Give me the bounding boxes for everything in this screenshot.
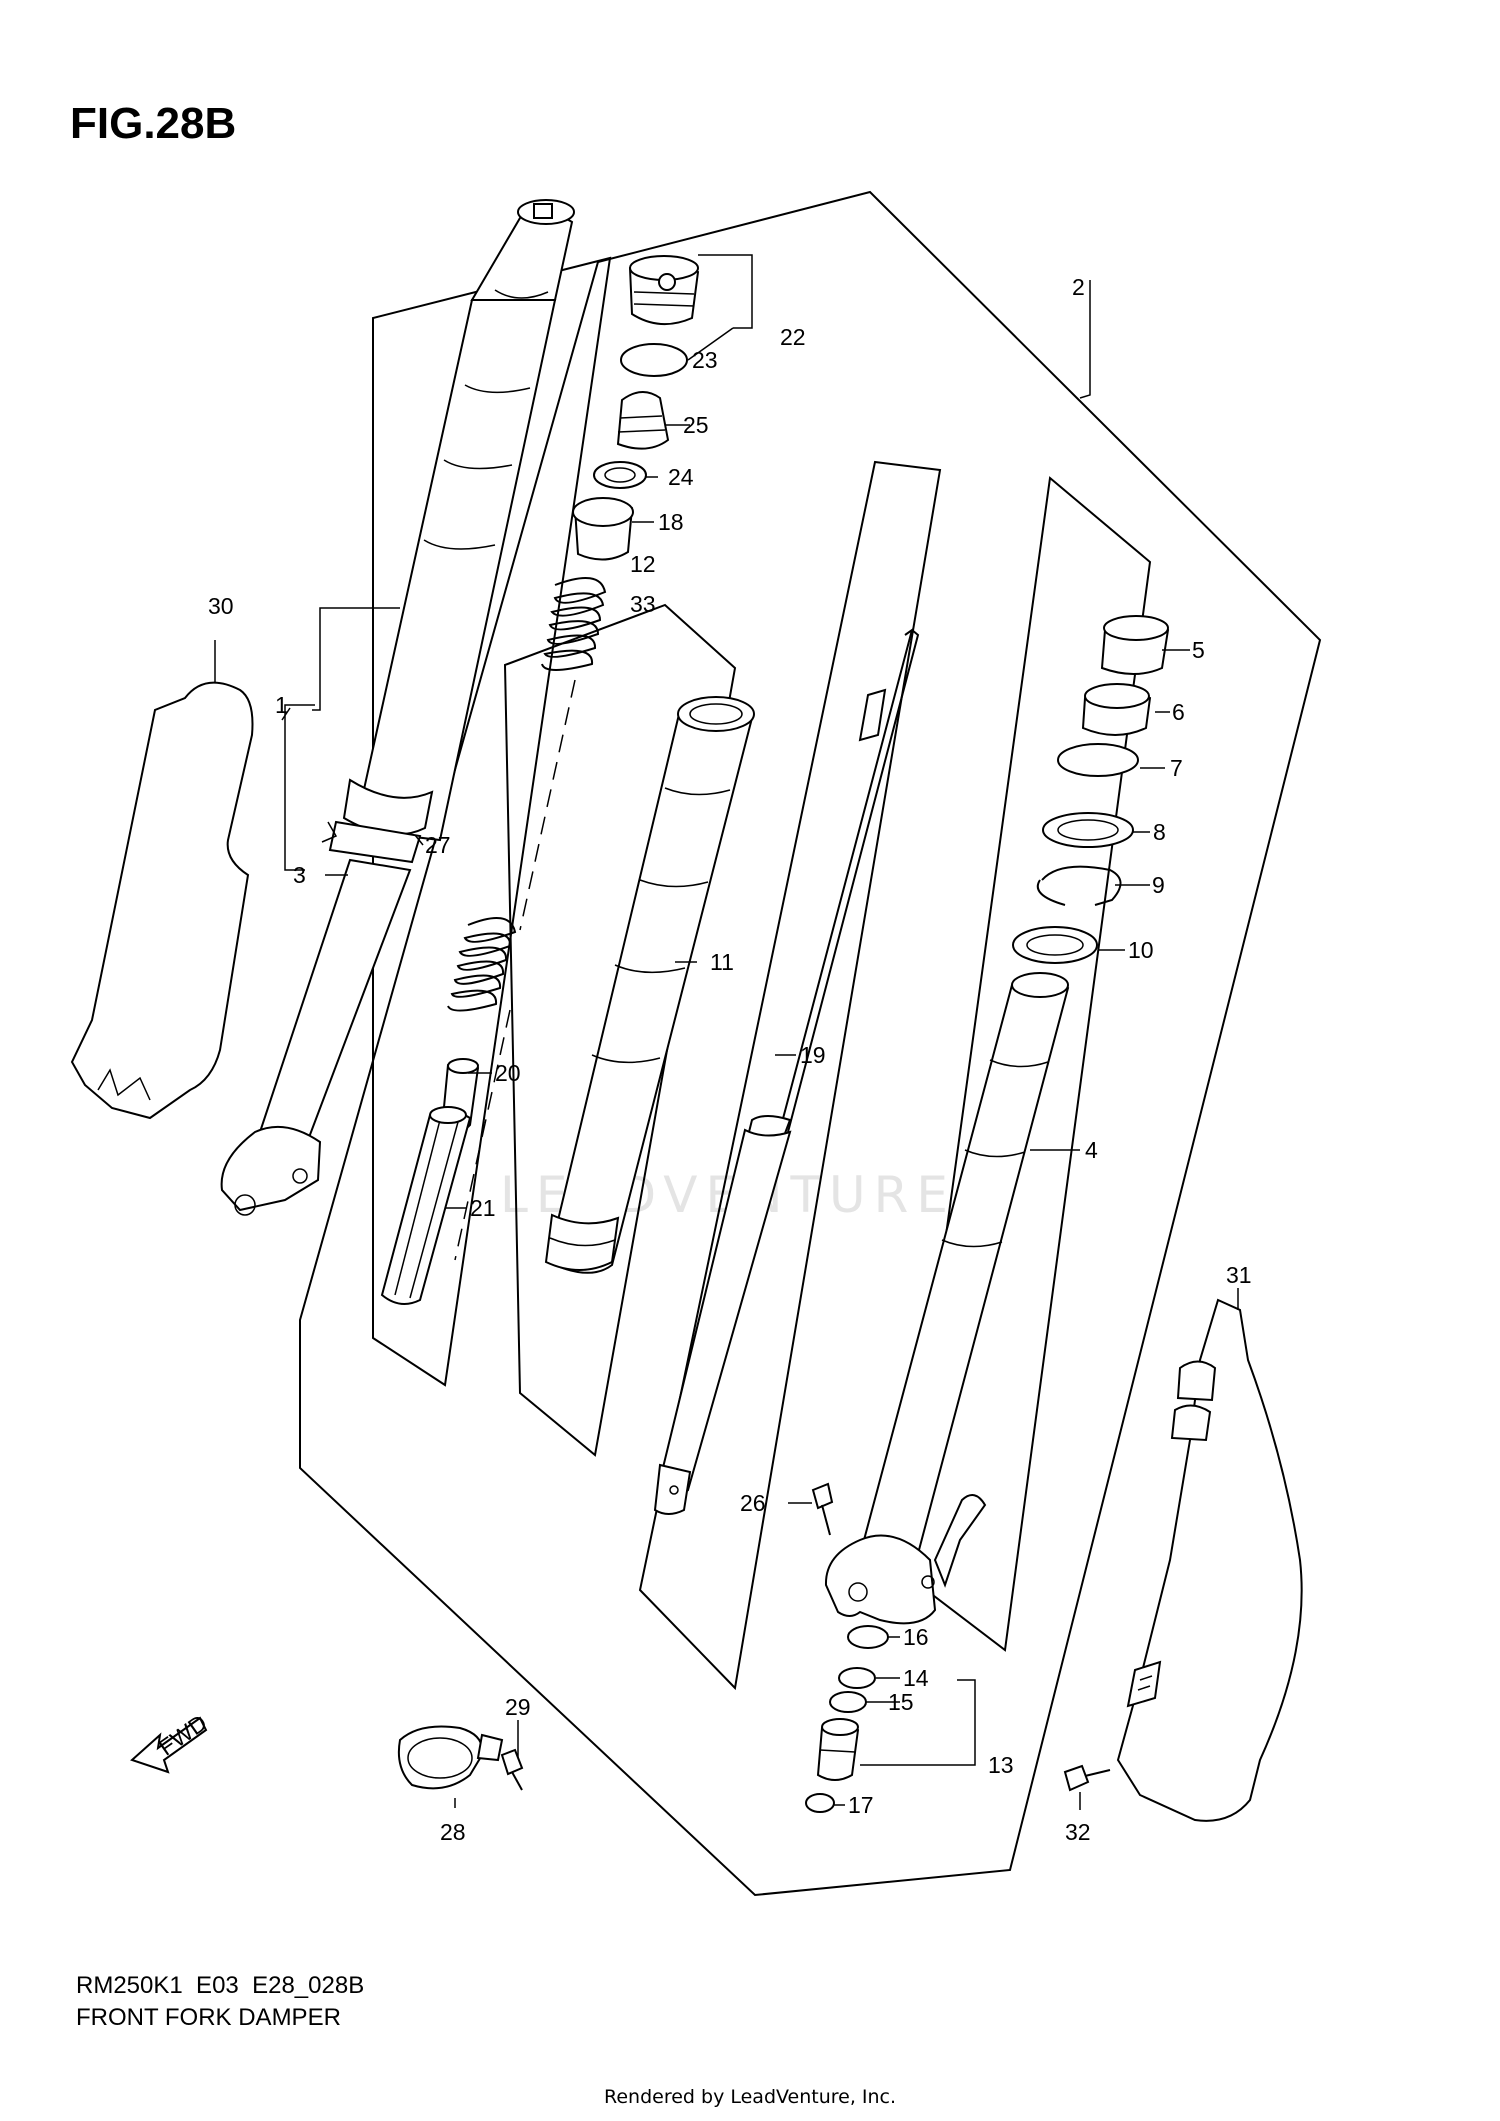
callout-19: 19 [800, 1042, 826, 1068]
caption: FRONT FORK DAMPER [76, 2004, 341, 2031]
bolt-26 [811, 1482, 834, 1536]
callout-27: 27 [425, 832, 451, 858]
callout-23: 23 [692, 347, 718, 373]
callout-26: 26 [740, 1490, 766, 1516]
outline-bushings [898, 476, 1152, 1652]
spring-centerline-upper [519, 679, 576, 931]
callout-8: 8 [1153, 819, 1166, 845]
callout-33: 33 [630, 591, 656, 617]
bushing-6 [1081, 683, 1152, 736]
outline-cylinder-11 [503, 603, 737, 1457]
callout-14: 14 [903, 1665, 929, 1691]
callout-6: 6 [1172, 699, 1185, 725]
spring-12-33 [541, 576, 607, 671]
fork-guard-right [1116, 1298, 1303, 1822]
spring-lower [447, 917, 517, 1012]
leader-lines [214, 254, 1239, 1810]
washer-7 [1057, 743, 1139, 777]
fwd-arrow-icon: FWD [130, 1709, 212, 1774]
callout-15: 15 [888, 1689, 914, 1715]
callout-21: 21 [470, 1195, 496, 1221]
callout-31: 31 [1226, 1262, 1252, 1288]
callout-30: 30 [208, 593, 234, 619]
figure-title: FIG.28B [70, 99, 236, 148]
fwd-label: FWD [154, 1709, 212, 1760]
o-ring-16 [847, 1625, 889, 1649]
base-valve-13 [816, 1718, 860, 1781]
callout-7: 7 [1170, 755, 1183, 781]
callout-17: 17 [848, 1792, 874, 1818]
callout-3: 3 [293, 862, 306, 888]
cap-bolt-22 [628, 255, 700, 326]
model-code: RM250K1 E03 E28_028B [76, 1972, 364, 1999]
callout-2: 2 [1072, 274, 1085, 300]
outer-tube-assembly [220, 199, 575, 1216]
callout-1: 1 [275, 692, 288, 718]
bushing-5 [1100, 615, 1170, 675]
rubber-25 [616, 391, 670, 450]
callout-20: 20 [495, 1060, 521, 1086]
clamp-28 [397, 1725, 504, 1790]
guide-21 [380, 1106, 472, 1305]
callout-25: 25 [683, 412, 709, 438]
callout-18: 18 [658, 509, 684, 535]
callout-29: 29 [505, 1694, 531, 1720]
o-ring-14 [838, 1667, 876, 1689]
damper-rod-19 [653, 627, 920, 1515]
outline-spring-set [372, 256, 612, 1387]
o-ring-23 [620, 343, 688, 377]
guide-18 [572, 497, 634, 561]
cylinder-11 [544, 696, 755, 1274]
outline-rod-19 [638, 460, 942, 1691]
callout-4: 4 [1085, 1137, 1098, 1163]
outline-assembly-2 [299, 190, 1322, 1897]
o-ring-15 [829, 1691, 867, 1713]
callout-28: 28 [440, 1819, 466, 1845]
callout-11: 11 [710, 949, 734, 975]
oil-seal-8 [1042, 812, 1134, 848]
nut-17 [805, 1793, 835, 1813]
seat-24 [593, 461, 647, 489]
callout-16: 16 [903, 1624, 929, 1650]
clip-9 [1036, 865, 1122, 906]
callout-5: 5 [1192, 637, 1205, 663]
callout-9: 9 [1152, 872, 1165, 898]
callout-22: 22 [780, 324, 806, 350]
callout-24: 24 [668, 464, 694, 490]
callout-13: 13 [988, 1752, 1014, 1778]
rendered-by: Rendered by LeadVenture, Inc. [604, 2086, 896, 2108]
callout-32: 32 [1065, 1819, 1091, 1845]
callout-10: 10 [1128, 937, 1154, 963]
dust-seal-10 [1012, 926, 1098, 964]
callout-12: 12 [630, 551, 656, 577]
inner-tube-4 [824, 972, 1070, 1625]
spring-centerline-lower [454, 1009, 511, 1261]
bolt-29 [500, 1748, 524, 1791]
fork-guard-left [70, 681, 254, 1120]
bolt-32 [1063, 1764, 1111, 1792]
